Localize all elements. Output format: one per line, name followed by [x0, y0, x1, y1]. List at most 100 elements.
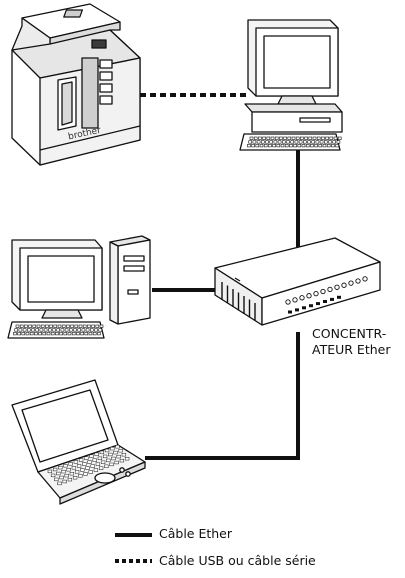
keyboard-key	[80, 332, 84, 336]
keyboard-key	[121, 453, 127, 457]
keyboard-key	[247, 144, 251, 148]
keyboard-key	[104, 464, 109, 468]
hub-port	[292, 297, 298, 303]
keyboard-key	[95, 324, 100, 328]
keyboard-key	[323, 140, 328, 144]
keyboard-key	[66, 324, 70, 328]
hub-port	[306, 293, 312, 299]
keyboard-key	[18, 328, 23, 332]
keyboard-key	[78, 474, 83, 478]
keyboard-key	[45, 324, 49, 328]
keyboard-key	[83, 472, 88, 476]
keyboard-key	[34, 332, 38, 336]
keyboard-key	[111, 456, 116, 461]
hub-led	[337, 295, 341, 299]
keyboard-key	[54, 477, 59, 482]
keyboard-key	[298, 140, 303, 144]
keyboard-key	[252, 140, 257, 144]
keyboard-key	[87, 460, 92, 464]
keyboard-key	[14, 328, 18, 332]
keyboard-key	[67, 332, 72, 336]
keyboard-key	[76, 464, 82, 468]
keyboard-key	[92, 332, 97, 336]
keyboard-key	[92, 458, 97, 462]
keyboard-key	[124, 457, 130, 461]
keyboard-key	[49, 324, 53, 328]
printer-device	[11, 3, 141, 166]
keyboard-key	[266, 136, 271, 140]
keyboard-key	[32, 324, 37, 328]
keyboard-key	[110, 446, 115, 451]
keyboard-key	[60, 328, 65, 332]
keyboard-key	[24, 324, 28, 328]
keyboard-key	[287, 136, 292, 140]
keyboard-key	[283, 136, 287, 140]
keyboard-key	[262, 136, 266, 140]
laptop-keyboard-keys	[47, 445, 130, 486]
keyboard-key	[99, 324, 104, 328]
hub-port	[327, 286, 333, 293]
keyboard-key	[329, 136, 334, 140]
keyboard-key	[108, 452, 113, 457]
hub-port	[285, 299, 291, 305]
hub-label-line-2: ATEUR Ether	[312, 342, 391, 357]
keyboard-key	[59, 332, 63, 336]
laptop-computer	[11, 379, 146, 505]
keyboard-key	[284, 144, 289, 148]
keyboard-key	[64, 328, 69, 332]
keyboard-key	[260, 140, 265, 144]
workstation-keyboard-keys	[247, 136, 342, 148]
hub-port	[362, 276, 368, 282]
keyboard-key	[88, 332, 93, 336]
keyboard-key	[39, 328, 44, 332]
keyboard-key	[62, 479, 67, 484]
keyboard-key	[21, 332, 26, 336]
keyboard-key	[286, 140, 290, 144]
keyboard-key	[290, 140, 295, 144]
hub-port	[355, 278, 361, 284]
keyboard-key	[61, 324, 66, 328]
keyboard-key	[59, 475, 64, 480]
keyboard-key	[289, 144, 293, 148]
legend-usb-serial-label: Câble USB ou câble série	[159, 553, 316, 568]
keyboard-key	[304, 136, 308, 140]
laptop-screen	[21, 389, 109, 463]
keyboard-key	[56, 471, 61, 476]
hub-port	[348, 280, 354, 286]
keyboard-key	[308, 136, 313, 140]
keyboard-key	[106, 458, 111, 463]
keyboard-key	[94, 328, 98, 332]
keyboard-key	[294, 140, 299, 144]
keyboard-key	[115, 445, 120, 449]
keyboard-key	[328, 140, 332, 144]
keyboard-key	[31, 328, 35, 332]
hub-led	[330, 297, 334, 301]
keyboard-key	[63, 332, 68, 336]
keyboard-key	[57, 324, 62, 328]
keyboard-key	[316, 136, 321, 140]
keyboard-key	[319, 140, 324, 144]
keyboard-key	[326, 144, 331, 148]
keyboard-key	[332, 140, 337, 144]
keyboard-key	[97, 456, 103, 460]
keyboard-key	[53, 324, 58, 328]
legend-ethernet-label: Câble Ether	[159, 526, 233, 541]
keyboard-key	[314, 144, 318, 148]
desktop-computer	[7, 235, 151, 339]
desktop-screen	[27, 255, 95, 303]
keyboard-key	[119, 458, 125, 463]
keyboard-key	[251, 144, 255, 148]
keyboard-key	[336, 140, 341, 144]
keyboard-key	[277, 140, 282, 144]
keyboard-key	[116, 454, 121, 459]
keyboard-key	[293, 144, 297, 148]
hub-port	[299, 295, 305, 301]
keyboard-key	[69, 472, 75, 476]
keyboard-key	[50, 332, 55, 336]
keyboard-key	[104, 448, 110, 453]
keyboard-key	[15, 324, 20, 328]
hub-led	[295, 308, 299, 312]
keyboard-key	[87, 324, 91, 328]
keyboard-key	[270, 136, 275, 140]
keyboard-key	[84, 456, 89, 460]
